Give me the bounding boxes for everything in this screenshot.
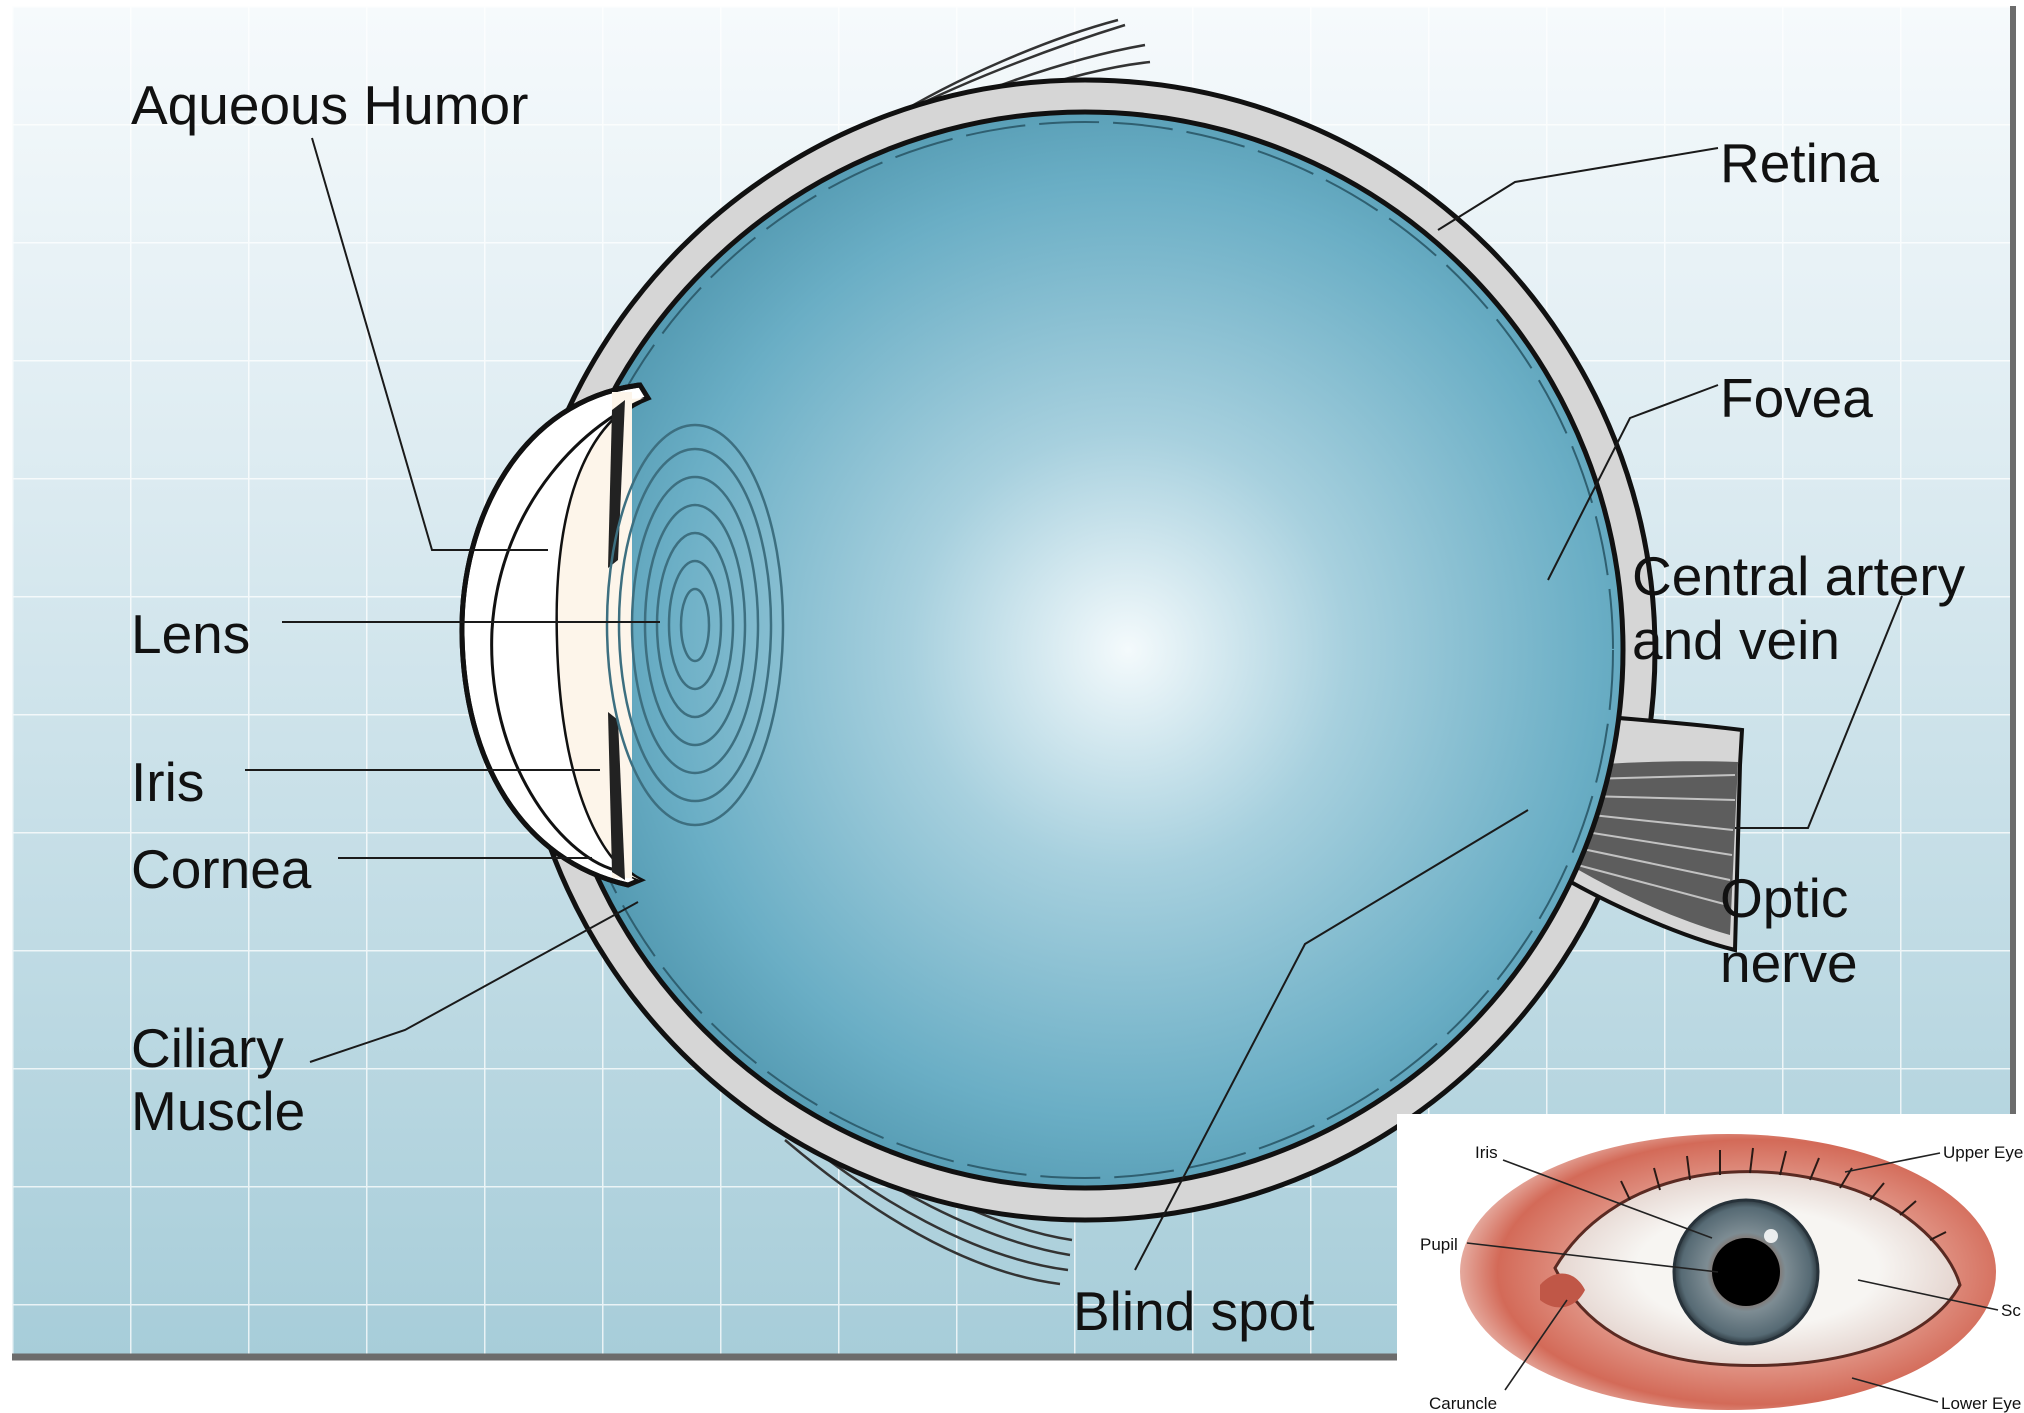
label-and-vein: and vein (1632, 609, 1840, 671)
inset-label-pupil: Pupil (1420, 1235, 1458, 1254)
label-iris: Iris (131, 751, 204, 813)
inset-label-sclera: Sc (2001, 1301, 2021, 1320)
label-cornea: Cornea (131, 838, 312, 900)
label-blind-spot: Blind spot (1073, 1280, 1315, 1342)
label-ciliary: Ciliary (131, 1017, 284, 1079)
label-fovea: Fovea (1720, 367, 1873, 429)
inset-label-lower-eyelid: Lower Eye (1941, 1394, 2021, 1413)
label-lens: Lens (131, 603, 250, 665)
label-central-artery: Central artery (1632, 545, 1966, 607)
inset-label-upper-eyelid: Upper Eye (1943, 1143, 2023, 1162)
inset-pupil (1712, 1238, 1780, 1306)
inset-label-iris: Iris (1475, 1143, 1498, 1162)
label-muscle: Muscle (131, 1080, 305, 1142)
label-nerve: nerve (1720, 932, 1858, 994)
inset-label-caruncle: Caruncle (1429, 1394, 1497, 1413)
label-retina: Retina (1720, 132, 1879, 194)
label-optic: Optic (1720, 867, 1848, 929)
vitreous-humor (547, 112, 1623, 1188)
label-aqueous-humor: Aqueous Humor (131, 74, 528, 136)
inset-eye-photo: Iris Pupil Caruncle Upper Eye Sc Lower E… (1397, 1114, 2024, 1413)
